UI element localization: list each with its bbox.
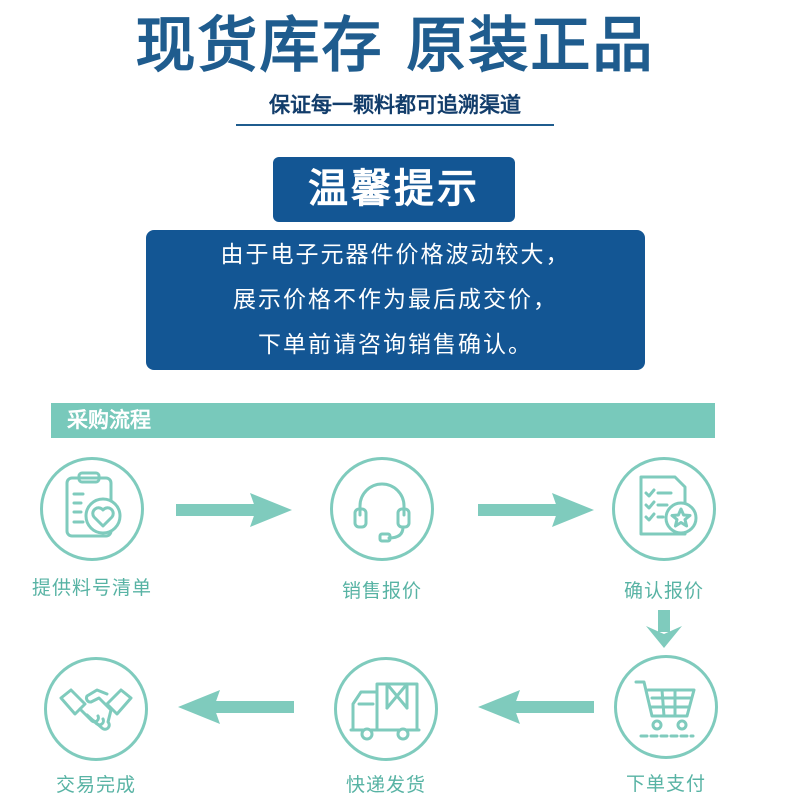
headline: 现货库存 原装正品 (135, 11, 655, 81)
step-5-label: 快递发货 (345, 774, 426, 796)
subline: 保证每一颗料都可追溯渠道 (269, 93, 521, 117)
step-2-circle (330, 457, 434, 561)
step-2-label: 销售报价 (341, 580, 422, 602)
arrow-left-icon (178, 690, 294, 724)
arrow-down-icon (646, 610, 682, 648)
arrow-right-icon (176, 493, 292, 527)
step-6-label: 交易完成 (55, 774, 136, 796)
step-6-circle (44, 657, 148, 761)
step-1-label: 提供料号清单 (31, 577, 152, 599)
delivery-truck-icon (349, 682, 421, 741)
headset-icon (353, 482, 411, 543)
step-3-circle (612, 457, 716, 561)
handshake-icon (59, 688, 133, 731)
clipboard-heart-icon (65, 471, 122, 538)
step-4-label: 下单支付 (625, 773, 706, 795)
notice-box: 由于电子元器件价格波动较大， 展示价格不作为最后成交价， 下单前请咨询销售确认。 (146, 230, 645, 370)
shopping-cart-icon (634, 680, 696, 738)
process-section-title: 采购流程 (67, 408, 151, 432)
notice-line-3: 下单前请咨询销售确认。 (258, 332, 533, 358)
notice-title: 温馨提示 (273, 157, 515, 222)
notice-line-1: 由于电子元器件价格波动较大， (220, 242, 571, 268)
step-5-circle (334, 657, 438, 761)
subline-underline (236, 124, 554, 126)
step-1-circle (40, 457, 144, 561)
notice-line-2: 展示价格不作为最后成交价， (233, 287, 558, 313)
step-4-circle (614, 655, 718, 759)
arrow-left-icon (478, 690, 594, 724)
checklist-star-icon (639, 475, 698, 536)
step-3-label: 确认报价 (623, 580, 704, 602)
arrow-right-icon (478, 493, 594, 527)
process-section-bar: 采购流程 (51, 403, 715, 438)
